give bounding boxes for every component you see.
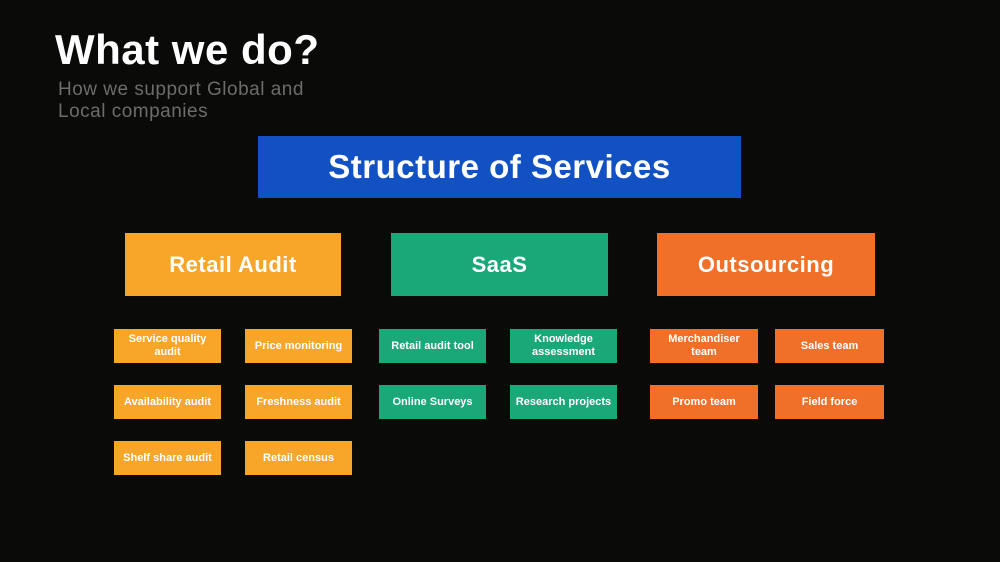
service-box-retail-census: Retail census <box>245 441 352 475</box>
structure-of-services-banner: Structure of Services <box>258 136 741 198</box>
service-box-shelf-share-audit: Shelf share audit <box>114 441 221 475</box>
service-box-research-projects: Research projects <box>510 385 617 419</box>
outsourcing-items-grid: Merchandiser team Sales team Promo team … <box>650 329 884 419</box>
slide-subtitle: How we support Global and Local companie… <box>58 79 304 123</box>
column-header-outsourcing: Outsourcing <box>657 233 875 296</box>
service-box-sales-team: Sales team <box>775 329 884 363</box>
saas-items-grid: Retail audit tool Knowledge assessment O… <box>379 329 617 419</box>
service-box-retail-audit-tool: Retail audit tool <box>379 329 486 363</box>
service-box-online-surveys: Online Surveys <box>379 385 486 419</box>
retail-audit-items-grid: Service quality audit Price monitoring A… <box>114 329 352 475</box>
slide-title: What we do? <box>55 26 320 73</box>
service-box-merchandiser-team: Merchandiser team <box>650 329 758 363</box>
service-box-knowledge-assessment: Knowledge assessment <box>510 329 617 363</box>
service-box-price-monitoring: Price monitoring <box>245 329 352 363</box>
slide-subtitle-line1: How we support Global and <box>58 79 304 100</box>
service-box-field-force: Field force <box>775 385 884 419</box>
service-box-promo-team: Promo team <box>650 385 758 419</box>
column-header-retail-audit: Retail Audit <box>125 233 341 296</box>
slide-subtitle-line2: Local companies <box>58 101 209 122</box>
service-box-availability-audit: Availability audit <box>114 385 221 419</box>
service-box-service-quality-audit: Service quality audit <box>114 329 221 363</box>
service-box-freshness-audit: Freshness audit <box>245 385 352 419</box>
column-header-saas: SaaS <box>391 233 608 296</box>
